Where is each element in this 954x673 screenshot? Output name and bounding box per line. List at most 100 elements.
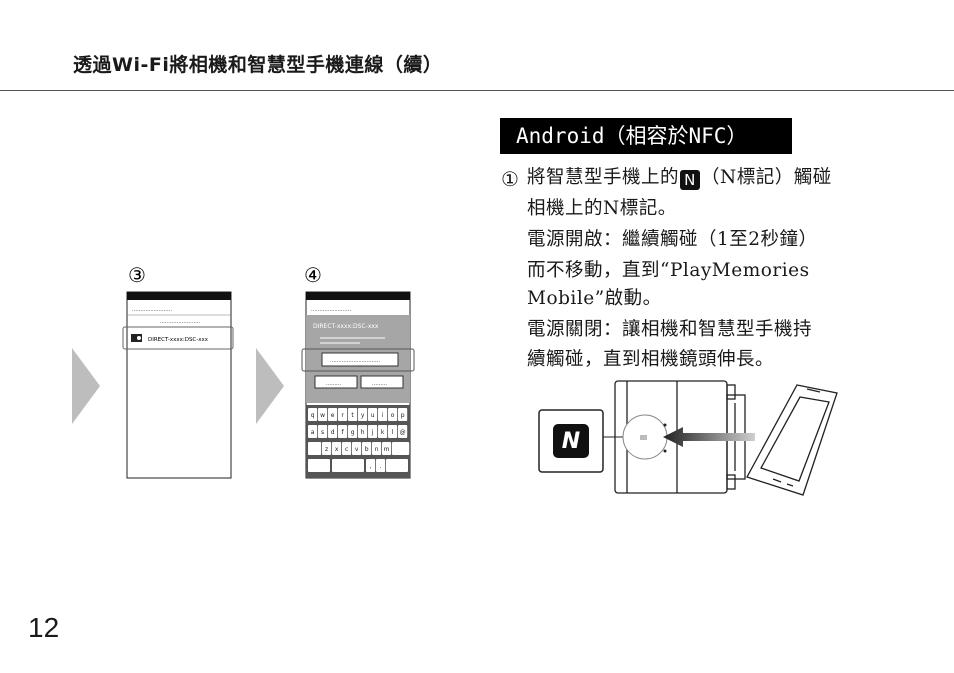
keyboard-key-label: .: [380, 463, 382, 470]
keyboard-arrow-keys[interactable]: [386, 459, 408, 472]
keyboard-key-w[interactable]: [318, 408, 328, 421]
keyboard-key-label: q: [311, 412, 315, 419]
cancel-button-label: ………: [326, 381, 341, 387]
instruction-line-3: 電源開啟：繼續觸碰（1至2秒鐘）: [527, 229, 818, 250]
selection-highlight: [301, 348, 415, 372]
keyboard-key-y[interactable]: [358, 408, 368, 421]
keyboard-key-label: @: [400, 429, 406, 436]
dialog-title-bar: ……………………: [311, 307, 351, 313]
cancel-button[interactable]: [314, 375, 358, 389]
step3-label: ③: [128, 263, 146, 287]
keyboard-key-label: a: [311, 429, 315, 436]
keyboard-key-label: p: [401, 412, 405, 419]
keyboard-key-label: e: [331, 412, 335, 419]
keyboard-symbols-key[interactable]: [308, 459, 330, 472]
keyboard-key-label: m: [384, 446, 390, 453]
keyboard-key-comma[interactable]: [366, 459, 376, 472]
network-name-direct[interactable]: DIRECT-xxxx:DSC-xxx: [148, 337, 209, 343]
keyboard-key-m[interactable]: [382, 442, 392, 455]
section-banner-android-nfc: Android（相容於NFC）: [500, 118, 792, 154]
keyboard-space-key[interactable]: [332, 459, 364, 472]
keyboard-key-z[interactable]: [322, 442, 332, 455]
ok-button-label: ………: [372, 381, 387, 387]
selection-highlight: [122, 326, 234, 350]
keyboard-key-l[interactable]: [388, 425, 398, 438]
keyboard-key-period[interactable]: [376, 459, 386, 472]
page-number: 12: [28, 612, 60, 643]
step4-label: ④: [304, 263, 322, 287]
keyboard-key-label: b: [365, 446, 369, 453]
password-entry-screen: …………………… DIRECT-xxxx:DSC-xxx ………………………… …: [301, 291, 415, 479]
keyboard-key-u[interactable]: [368, 408, 378, 421]
nfc-touch-illustration: N: [538, 380, 838, 496]
keyboard-key-label: u: [371, 412, 375, 419]
password-field[interactable]: [321, 352, 399, 367]
keyboard-key-label: k: [381, 429, 385, 436]
keyboard-key-h[interactable]: [358, 425, 368, 438]
phone-screens-illustration: ③ ④ …………………… …………………… DIRECT-xxxx:DSC-xx…: [72, 263, 415, 479]
keyboard-key-c[interactable]: [342, 442, 352, 455]
keyboard-key-x[interactable]: [332, 442, 342, 455]
keyboard-key-e[interactable]: [328, 408, 338, 421]
keyboard-shift-key[interactable]: [308, 442, 322, 455]
keyboard-backspace-key[interactable]: [392, 442, 410, 455]
keyboard-key-p[interactable]: [398, 408, 408, 421]
header-divider: [0, 90, 954, 91]
n-mark-on-camera: [640, 435, 647, 440]
wifi-list-row: ……………………: [160, 319, 200, 325]
camera-icon: [131, 334, 142, 342]
page-title: 透過Wi-Fi將相機和智慧型手機連線（續）: [73, 54, 443, 76]
keyboard-key-label: z: [325, 446, 328, 453]
keyboard-key-label: n: [375, 446, 379, 453]
instruction-line-7: 續觸碰，直到相機鏡頭伸長。: [527, 349, 775, 370]
keyboard-key-label: w: [320, 412, 325, 419]
instruction-line-2: 相機上的N標記。: [527, 198, 677, 219]
keyboard-key-r[interactable]: [338, 408, 348, 421]
instruction-line-1-start: 將智慧型手機上的: [527, 167, 680, 188]
keyboard-key-label: h: [361, 429, 365, 436]
step-number-1: ①: [501, 167, 519, 191]
arrow-right-icon: [72, 348, 100, 424]
keyboard-key-label: c: [345, 446, 348, 453]
keyboard-key-label: d: [331, 429, 335, 436]
keyboard-key-label: y: [361, 412, 365, 419]
keyboard-key-label: s: [321, 429, 324, 436]
keyboard-key-v[interactable]: [352, 442, 362, 455]
keyboard-key-t[interactable]: [348, 408, 358, 421]
keyboard-key-b[interactable]: [362, 442, 372, 455]
instruction-line-5: Mobile”啟動。: [527, 288, 662, 309]
n-mark-icon: N: [680, 170, 701, 190]
keyboard-key-label: l: [392, 429, 394, 436]
smartphone: [746, 384, 838, 496]
nfc-mark-icon: [553, 424, 589, 458]
instruction-line-1-end: （N標記）觸碰: [701, 167, 832, 188]
nfc-logo-letter: N: [562, 429, 580, 454]
keyboard-key-k[interactable]: [378, 425, 388, 438]
instruction-line-4: 而不移動，直到“PlayMemories: [527, 260, 810, 281]
keyboard-key-label: t: [351, 412, 354, 419]
keyboard-key-g[interactable]: [348, 425, 358, 438]
keyboard-key-d[interactable]: [328, 425, 338, 438]
keyboard-key-q[interactable]: [308, 408, 318, 421]
keyboard-key-f[interactable]: [338, 425, 348, 438]
keyboard-key-label: ,: [370, 463, 372, 470]
keyboard-key-label: j: [371, 429, 374, 436]
keyboard-key-label: r: [341, 412, 344, 419]
keyboard-key-at[interactable]: [398, 425, 408, 438]
instruction-line-6: 電源關閉：讓相機和智慧型手機持: [527, 319, 813, 340]
keyboard-key-n[interactable]: [372, 442, 382, 455]
ok-button[interactable]: [360, 375, 404, 389]
keyboard-key-o[interactable]: [388, 408, 398, 421]
arrow-right-icon: [256, 348, 284, 424]
keyboard-key-s[interactable]: [318, 425, 328, 438]
touch-direction-arrow-icon: [663, 427, 755, 447]
keyboard-key-label: f: [342, 429, 345, 436]
keyboard-key-j[interactable]: [368, 425, 378, 438]
keyboard-key-i[interactable]: [378, 408, 388, 421]
keyboard-key-a[interactable]: [308, 425, 318, 438]
keyboard-key-label: g: [351, 429, 355, 436]
keyboard-key-label: x: [335, 446, 339, 453]
keyboard-key-label: i: [382, 412, 384, 419]
wifi-list-screen: …………………… …………………… DIRECT-xxxx:DSC-xxx: [122, 291, 234, 479]
